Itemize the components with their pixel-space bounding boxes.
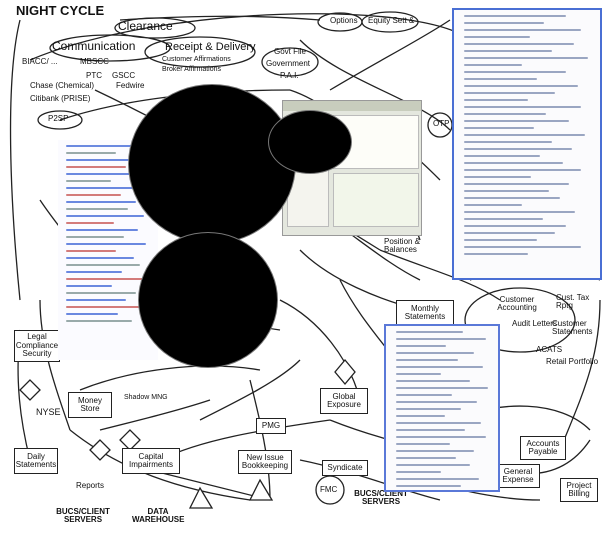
node-ptc: PTC (86, 71, 102, 80)
node-pmg: PMG (256, 418, 286, 434)
node-gov-file: Govt File (274, 47, 307, 56)
node-general-expense: General Expense (496, 464, 540, 488)
node-monthly-statements: Monthly Statements (396, 300, 454, 326)
node-pai: P.A.I. (280, 71, 299, 80)
node-chase: Chase (Chemical) (30, 81, 95, 90)
node-p2sp: P2SP (48, 114, 69, 123)
node-otp: OTP (433, 119, 450, 128)
node-position-balances: Position & Balances (384, 237, 421, 255)
node-communication: Communication (52, 39, 136, 53)
node-acats: ACATS (536, 345, 563, 354)
node-data-warehouse: DATA WAREHOUSE (132, 507, 185, 525)
node-global-exposure: Global Exposure (320, 388, 368, 414)
node-money-store: Money Store (68, 392, 112, 418)
node-fedwire: Fedwire (116, 81, 145, 90)
node-new-issue-bookkeeping: New Issue Bookkeeping (238, 450, 292, 474)
node-nyse: NYSE (36, 407, 61, 417)
node-shadow-mng: Shadow MNG (124, 394, 168, 401)
document-panel-top-right (452, 8, 602, 280)
node-gscc: GSCC (112, 71, 136, 80)
node-options: Options (330, 16, 358, 25)
redaction-blob-3 (138, 232, 278, 368)
node-citibank: Citibank (PRISE) (30, 94, 91, 103)
node-customer-affirmations: Customer Affirmations (162, 56, 231, 63)
node-receipt-delivery: Receipt & Delivery (165, 41, 256, 53)
node-legal-compliance: Legal Compliance Security (14, 330, 60, 362)
node-equity-sett: Equity Sett & (368, 16, 415, 25)
redaction-blob-1 (128, 84, 296, 244)
node-syndicate: Syndicate (322, 460, 368, 476)
redaction-blob-2 (268, 110, 352, 174)
node-broker-affirmations: Broker Affirmations (162, 66, 222, 73)
node-bucs-client-servers-left: BUCS/CLIENT SERVERS (56, 507, 110, 525)
node-accounts-payable: Accounts Payable (520, 436, 566, 460)
node-reports: Reports (76, 481, 105, 490)
node-audit-letters: Audit Letters (512, 319, 557, 328)
node-mbscc: MBSCC (80, 57, 109, 66)
node-fmc: FMC (320, 485, 338, 494)
node-customer-accounting: Customer Accounting (497, 295, 537, 313)
node-retail-portfolio: Retail Portfolio (546, 357, 599, 366)
node-project-billing: Project Billing (560, 478, 598, 502)
node-bucs-client-servers-right: BUCS/CLIENT SERVERS (354, 489, 408, 507)
node-cust-tax-rptg: Cust. Tax Rptg (556, 293, 590, 311)
node-biacc: BIACC/ ... (22, 57, 58, 66)
node-government: Government (266, 59, 311, 68)
document-panel-bottom-right (384, 324, 500, 492)
node-capital-impairments: Capital Impairments (122, 448, 180, 474)
node-clearance: Clearance (118, 19, 173, 33)
diagram-title: NIGHT CYCLE (16, 3, 105, 18)
node-daily-statements: Daily Statements (14, 448, 58, 474)
node-customer-statements: Customer Statements (552, 319, 593, 337)
